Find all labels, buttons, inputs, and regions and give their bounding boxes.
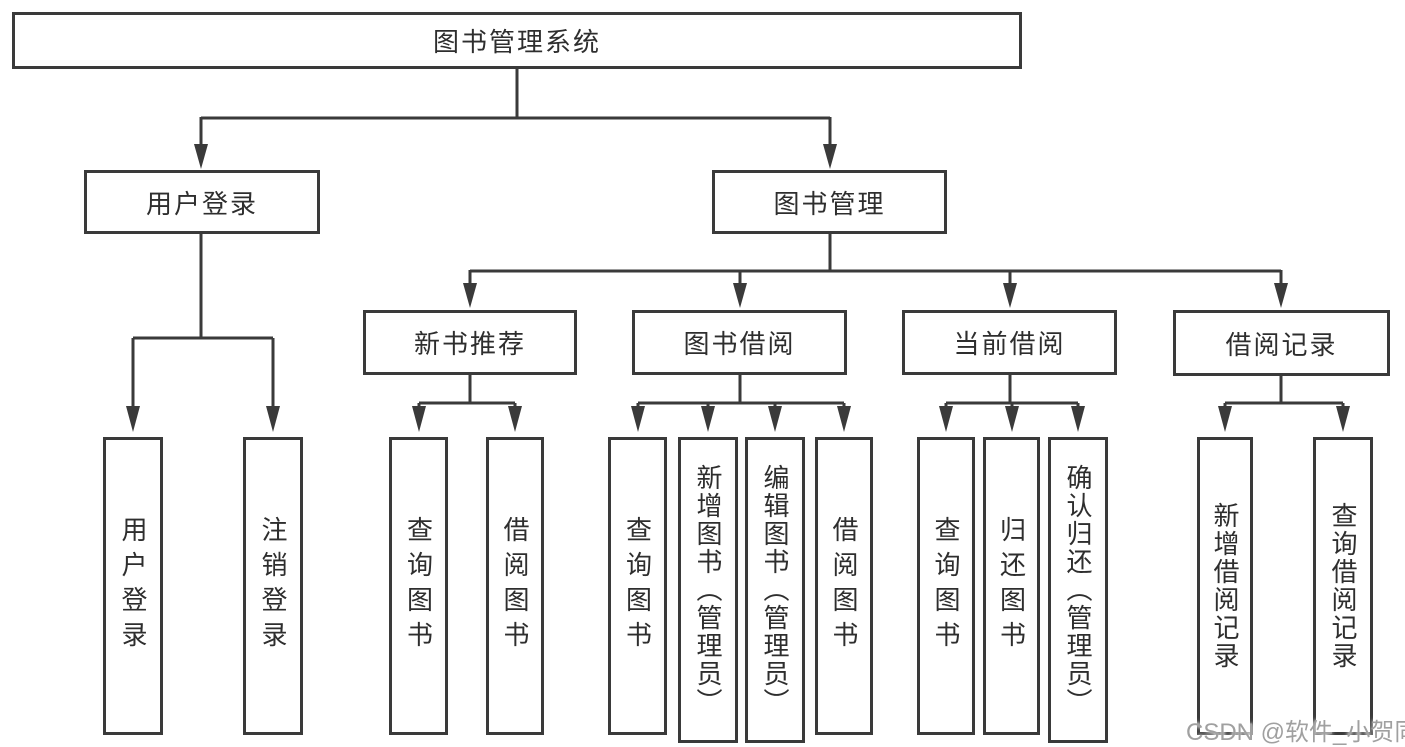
leaf-query-book-newbook: 查询图书 — [389, 437, 448, 735]
connector-currentborrow-split — [944, 375, 1080, 407]
arrowheads — [126, 144, 1350, 432]
leaf-user-login: 用户登录 — [103, 437, 163, 735]
node-book-management: 图书管理 — [712, 170, 947, 234]
node-new-book-recommend: 新书推荐 — [363, 310, 577, 375]
arrow-down-icon — [126, 406, 140, 432]
arrow-down-icon — [837, 406, 851, 432]
leaf-query-book-current: 查询图书 — [917, 437, 975, 735]
leaf-add-book-admin: 新增图书（管理员） — [678, 437, 738, 743]
connector-lines — [131, 68, 1345, 407]
arrow-down-icon — [939, 406, 953, 432]
csdn-watermark: CSDN @软件_小贺同学 — [1186, 719, 1405, 746]
leaf-borrow-book: 借阅图书 — [815, 437, 873, 735]
arrow-down-icon — [823, 144, 837, 169]
arrow-down-icon — [508, 406, 522, 432]
arrow-down-icon — [1005, 406, 1019, 432]
arrow-down-icon — [412, 406, 426, 432]
node-root: 图书管理系统 — [12, 12, 1022, 69]
node-user-login: 用户登录 — [84, 170, 320, 234]
arrow-down-icon — [194, 144, 208, 169]
connector-userlogin-split — [131, 233, 275, 407]
connector-newbook-split — [417, 375, 517, 407]
connector-borrowrecord-split — [1223, 375, 1345, 407]
arrow-down-icon — [768, 406, 782, 432]
leaf-add-borrow-record: 新增借阅记录 — [1197, 437, 1253, 735]
leaf-return-book: 归还图书 — [983, 437, 1040, 735]
node-current-borrow: 当前借阅 — [902, 310, 1117, 375]
node-book-borrow: 图书借阅 — [632, 310, 847, 375]
arrow-down-icon — [463, 283, 477, 308]
arrow-down-icon — [1218, 406, 1232, 432]
connector-bookborrow-split — [636, 375, 846, 407]
leaf-logout: 注销登录 — [243, 437, 303, 735]
arrow-down-icon — [631, 406, 645, 432]
leaf-edit-book-admin: 编辑图书（管理员） — [745, 437, 805, 743]
leaf-query-borrow-record: 查询借阅记录 — [1313, 437, 1373, 735]
leaf-query-book-borrow: 查询图书 — [608, 437, 667, 735]
arrow-down-icon — [733, 283, 747, 308]
arrow-down-icon — [1274, 283, 1288, 308]
arrow-down-icon — [266, 406, 280, 432]
connector-bookmgmt-split — [468, 233, 1283, 284]
connector-root-split — [199, 68, 832, 146]
arrow-down-icon — [1071, 406, 1085, 432]
leaf-borrow-book-newbook: 借阅图书 — [486, 437, 544, 735]
arrow-down-icon — [701, 406, 715, 432]
leaf-confirm-return-admin: 确认归还（管理员） — [1048, 437, 1108, 743]
arrow-down-icon — [1003, 283, 1017, 308]
arrow-down-icon — [1336, 406, 1350, 432]
node-borrow-record: 借阅记录 — [1173, 310, 1390, 376]
